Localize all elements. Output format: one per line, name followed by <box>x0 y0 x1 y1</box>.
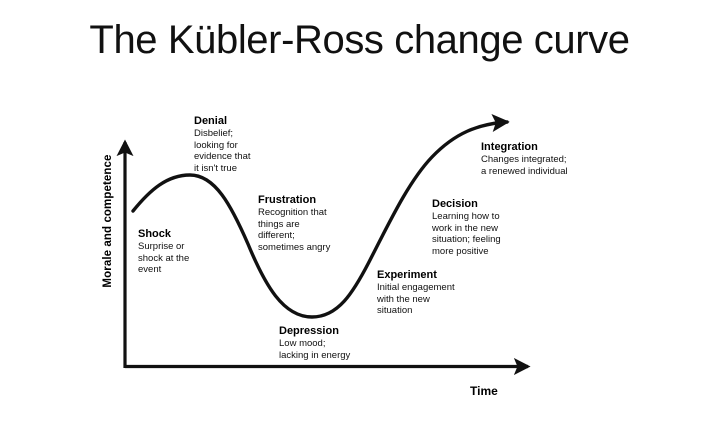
stage-title-depression: Depression <box>279 325 339 337</box>
stage-title-shock: Shock <box>138 228 172 240</box>
stage-annotation-shock: Shock Surprise or shock at the event <box>138 228 189 276</box>
stage-title-integration: Integration <box>481 141 538 153</box>
stage-body-integration: Changes integrated; a renewed individual <box>481 154 568 177</box>
x-axis-label: Time <box>470 384 498 398</box>
stage-title-frustration: Frustration <box>258 194 317 206</box>
stage-annotation-frustration: Frustration Recognition that things are … <box>258 194 330 253</box>
stage-body-experiment: Initial engagement with the new situatio… <box>377 282 455 317</box>
stage-title-experiment: Experiment <box>377 269 437 281</box>
stage-annotation-decision: Decision Learning how to work in the new… <box>432 198 501 257</box>
stage-body-shock: Surprise or shock at the event <box>138 241 190 276</box>
page-title: The Kübler-Ross change curve <box>89 18 630 62</box>
stage-title-decision: Decision <box>432 198 478 210</box>
stage-body-frustration: Recognition that things are different; s… <box>258 207 331 253</box>
stage-annotation-depression: Depression Low mood; lacking in energy <box>279 325 350 361</box>
change-curve-line <box>131 114 510 319</box>
stage-body-decision: Learning how to work in the new situatio… <box>432 211 501 257</box>
stage-body-denial: Disbelief; looking for evidence that it … <box>194 128 251 174</box>
stage-annotation-integration: Integration Changes integrated; a renewe… <box>481 141 568 177</box>
y-axis-label: Morale and competence <box>102 154 114 288</box>
stage-annotation-denial: Denial Disbelief; looking for evidence t… <box>194 115 251 174</box>
stage-annotation-experiment: Experiment Initial engagement with the n… <box>377 269 455 317</box>
stage-title-denial: Denial <box>194 115 228 127</box>
stage-body-depression: Low mood; lacking in energy <box>279 338 351 361</box>
